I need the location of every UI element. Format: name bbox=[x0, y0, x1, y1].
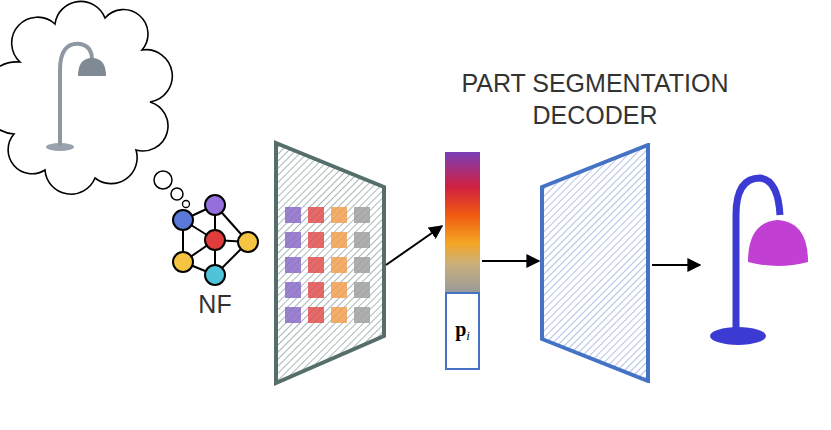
feature-cell bbox=[354, 307, 370, 323]
subscript: i bbox=[466, 328, 470, 343]
feature-cell bbox=[308, 232, 324, 248]
feature-cell bbox=[354, 207, 370, 223]
feature-cell bbox=[331, 207, 347, 223]
feature-cell bbox=[285, 307, 301, 323]
vector-symbol: p bbox=[455, 318, 466, 340]
vector-box: pi bbox=[445, 292, 480, 370]
feature-cell bbox=[354, 232, 370, 248]
feature-cell bbox=[285, 232, 301, 248]
feature-cell bbox=[308, 257, 324, 273]
segmented-lamp bbox=[710, 178, 808, 345]
gradient-bar bbox=[445, 152, 480, 292]
feature-cell bbox=[331, 282, 347, 298]
feature-cell bbox=[285, 257, 301, 273]
arrow bbox=[652, 264, 700, 266]
feature-cell bbox=[308, 307, 324, 323]
thought-cloud bbox=[0, 1, 190, 207]
network-icon bbox=[173, 195, 258, 285]
feature-cell bbox=[354, 257, 370, 273]
arrow bbox=[386, 226, 442, 265]
decoder-title: PART SEGMENTATION DECODER bbox=[460, 67, 730, 131]
encoder-trapezoid bbox=[276, 143, 384, 383]
feature-cell bbox=[331, 307, 347, 323]
connector-arrow bbox=[482, 260, 539, 262]
feature-cell bbox=[285, 282, 301, 298]
feature-cell bbox=[331, 232, 347, 248]
decoder-box: PART SEGMENTATION DECODER bbox=[540, 143, 650, 383]
feature-cell bbox=[354, 282, 370, 298]
feature-cell bbox=[308, 282, 324, 298]
decoder-trapezoid bbox=[540, 143, 650, 383]
feature-grid bbox=[285, 207, 370, 323]
feature-cell bbox=[308, 207, 324, 223]
feature-cell bbox=[285, 207, 301, 223]
network-label: NF bbox=[198, 290, 231, 319]
feature-cell bbox=[331, 257, 347, 273]
feature-vector: pi bbox=[445, 152, 480, 370]
